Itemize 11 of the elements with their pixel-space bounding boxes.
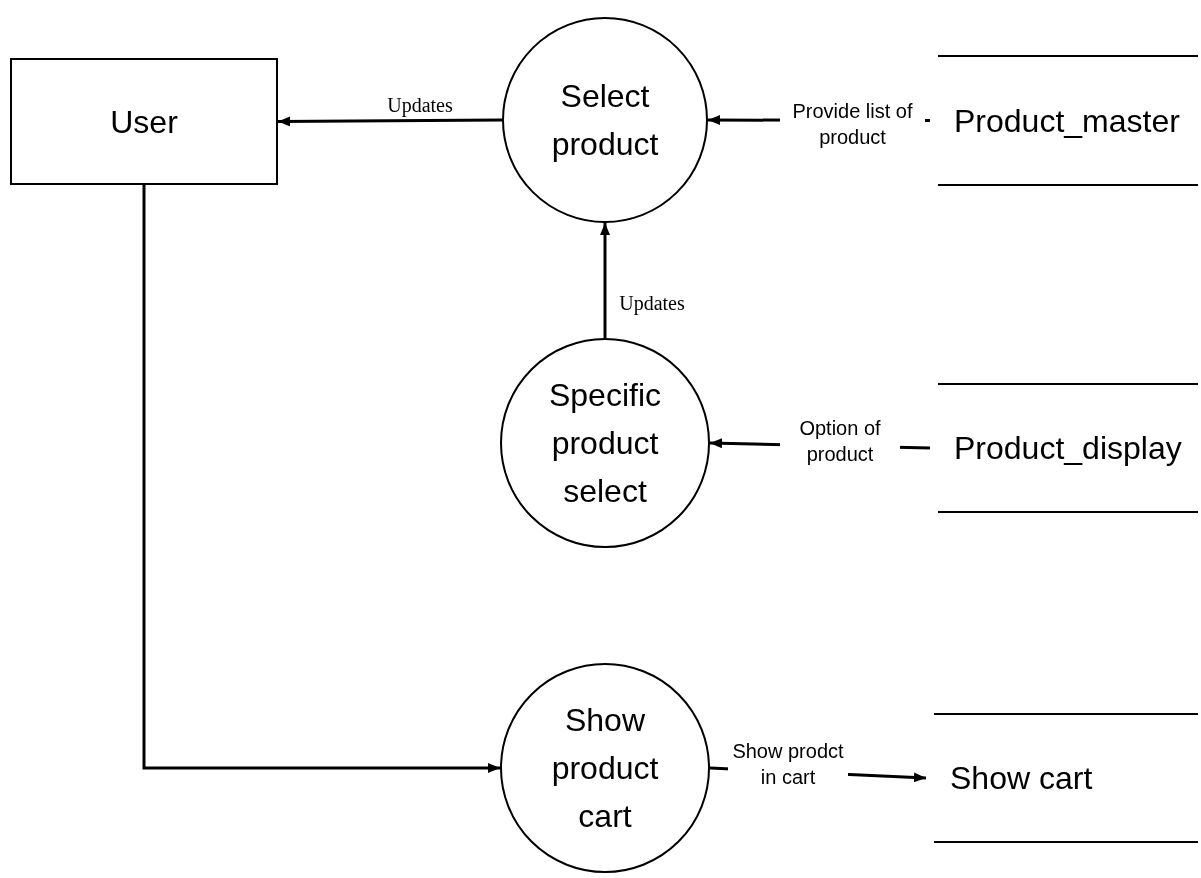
node-label: Select product bbox=[550, 77, 660, 164]
node-label: Product_display bbox=[954, 429, 1182, 468]
arrow bbox=[278, 116, 502, 127]
entity-box bbox=[10, 58, 278, 185]
node-label: Specific product select bbox=[547, 376, 662, 511]
arrow bbox=[600, 223, 610, 338]
arrow bbox=[142, 185, 500, 773]
node-label: Show product cart bbox=[550, 701, 660, 836]
node-label: Product_master bbox=[954, 101, 1180, 141]
node-label: User bbox=[110, 102, 178, 142]
node-label: Show cart bbox=[950, 759, 1093, 798]
